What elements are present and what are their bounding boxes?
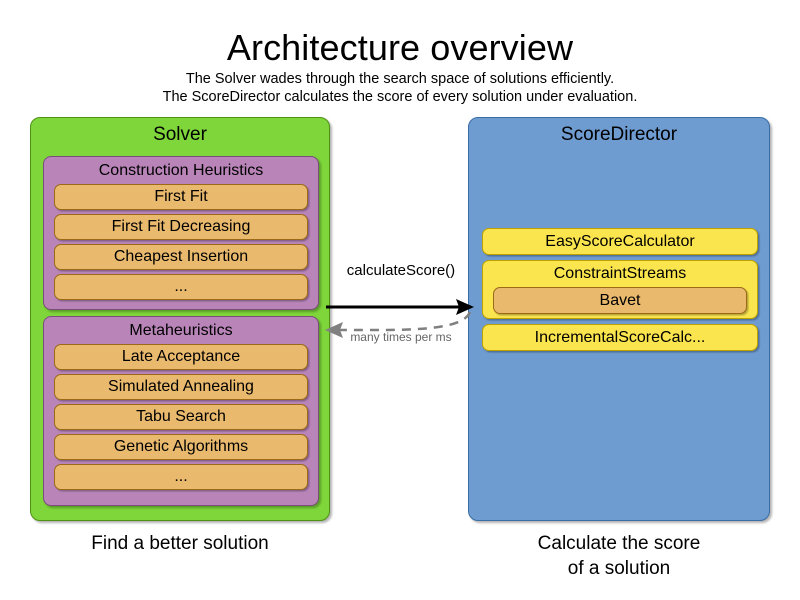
forward-arrow-icon	[326, 299, 474, 315]
solver-panel-title: Solver	[153, 124, 207, 145]
caption-find-a-better-solution: Find a better solution	[30, 531, 330, 556]
scoredirector-panel-title: ScoreDirector	[560, 124, 678, 145]
group-title-metaheuristics: Metaheuristics	[129, 322, 233, 339]
caption-line: Calculate the score	[537, 533, 701, 554]
metaheuristics-item-list: Late Acceptance Simulated Annealing Tabu…	[54, 344, 308, 490]
construction-heuristics-item-list: First Fit First Fit Decreasing Cheapest …	[54, 184, 308, 300]
list-item: First Fit Decreasing	[54, 214, 308, 240]
calculator-nested-bavet: Bavet	[493, 287, 747, 314]
calculator-label: ConstraintStreams	[553, 265, 687, 282]
calculator-label: EasyScoreCalculator	[545, 233, 695, 250]
list-item: ...	[54, 274, 308, 300]
header: Architecture overview The Solver wades t…	[0, 0, 800, 106]
arrow-group: calculateScore() many times per ms	[322, 262, 480, 354]
subtitle-line-1: The Solver wades through the search spac…	[185, 71, 615, 87]
arrow-svg	[325, 299, 474, 338]
solver-panel: Solver Construction Heuristics First Fit…	[30, 117, 330, 521]
calculator-incremental-score-calculator: IncrementalScoreCalc...	[482, 324, 758, 351]
arrow-label-many-times-per-ms: many times per ms	[350, 330, 452, 344]
group-title-construction-heuristics: Construction Heuristics	[98, 162, 264, 179]
list-item: First Fit	[54, 184, 308, 210]
caption-calculate-the-score: Calculate the score of a solution	[468, 531, 770, 581]
scoredirector-panel: ScoreDirector EasyScoreCalculator Constr…	[468, 117, 770, 521]
list-item: Simulated Annealing	[54, 374, 308, 400]
list-item: Late Acceptance	[54, 344, 308, 370]
list-item: Genetic Algorithms	[54, 434, 308, 460]
list-item: Tabu Search	[54, 404, 308, 430]
caption-line: Find a better solution	[91, 533, 269, 554]
group-construction-heuristics: Construction Heuristics First Fit First …	[43, 156, 319, 310]
calculator-constraint-streams: ConstraintStreams Bavet	[482, 260, 758, 319]
return-arrow-icon	[325, 311, 472, 338]
arrow-label-calculate-score: calculateScore()	[346, 262, 456, 279]
calculator-easy-score-calculator: EasyScoreCalculator	[482, 228, 758, 255]
calculator-label: IncrementalScoreCalc...	[534, 329, 706, 346]
list-item: ...	[54, 464, 308, 490]
page-title: Architecture overview	[226, 27, 574, 68]
subtitle-line-2: The ScoreDirector calculates the score o…	[162, 89, 638, 105]
caption-line: of a solution	[567, 558, 671, 579]
group-metaheuristics: Metaheuristics Late Acceptance Simulated…	[43, 316, 319, 506]
list-item: Cheapest Insertion	[54, 244, 308, 270]
